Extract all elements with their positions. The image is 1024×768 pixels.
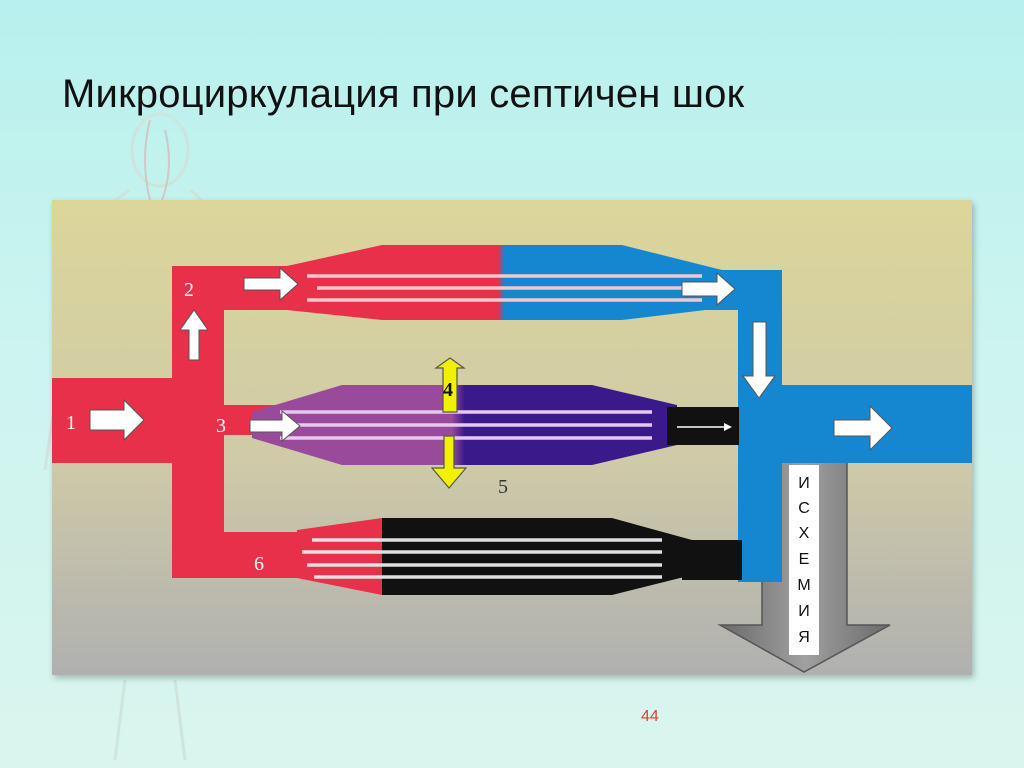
flow-arrow-down	[742, 321, 776, 399]
yellow-arrow-up	[434, 357, 466, 413]
shunted-capillary-bundle	[252, 385, 739, 465]
label-5: 5	[498, 476, 508, 498]
flow-arrow-mid	[249, 409, 301, 443]
page-number: 44	[641, 708, 659, 725]
label-4: 4	[443, 379, 453, 401]
ischemia-letter: М	[797, 577, 810, 594]
ischemia-letter: Е	[799, 551, 810, 568]
yellow-arrows	[430, 357, 468, 489]
flow-arrow-up	[179, 309, 209, 361]
occluded-capillary-bundle	[297, 518, 742, 595]
ischemia-letter: Я	[798, 629, 810, 646]
flow-arrow-top	[243, 266, 299, 302]
ischemia-letter: И	[798, 603, 810, 620]
ischemia-label-box	[789, 465, 819, 655]
label-1: 1	[66, 412, 76, 434]
ischemia-letter: Х	[799, 525, 810, 542]
flow-arrows	[89, 266, 893, 452]
microcirculation-diagram: 1 2 3 4 5 6 И С Х Е М И Я	[52, 200, 972, 675]
slide-title: Микроциркулация при септичен шок	[62, 72, 745, 116]
flow-arrow-outflow	[833, 404, 893, 452]
occluded-venule-bottom	[682, 540, 742, 580]
label-3: 3	[216, 415, 226, 437]
yellow-arrow-down	[430, 435, 468, 489]
label-2: 2	[184, 279, 194, 301]
label-6: 6	[254, 553, 264, 575]
arteriole-bottom	[172, 532, 312, 578]
ischemia-letter: С	[798, 500, 810, 517]
ischemia-letter: И	[798, 475, 810, 492]
normal-capillary-bundle	[287, 245, 722, 320]
flow-arrow-venous-right	[681, 271, 736, 307]
flow-arrow-inflow	[89, 398, 145, 442]
